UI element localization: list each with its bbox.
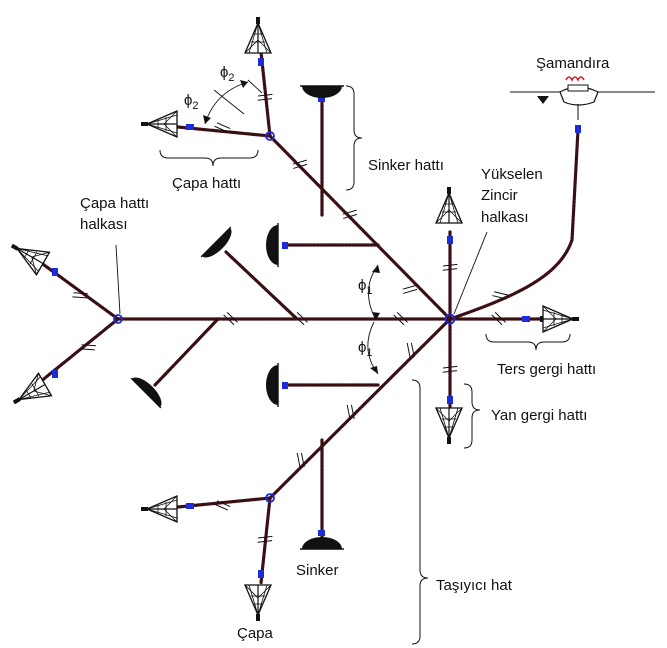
yukselen-label-line2: Zincir	[481, 187, 518, 204]
connector-sinker-upper	[282, 242, 288, 249]
riser-chain	[448, 128, 580, 321]
connector-lower-a	[258, 570, 264, 578]
anchor-line-ring-lower	[265, 493, 275, 503]
samandira-label: Şamandıra	[536, 55, 610, 72]
lower-diagonal-chain	[268, 317, 452, 500]
sinker-hatti-label: Sinker hattı	[368, 157, 444, 174]
sinker-line-tilt-lower	[153, 317, 220, 387]
connector-sinker-lower	[282, 382, 288, 389]
sinker-icon-top	[299, 85, 345, 99]
water-level-icon	[537, 96, 549, 104]
phi2-upper-label: ϕ2	[220, 64, 235, 84]
sinker-line-tilt-upper	[224, 250, 298, 320]
sinker-icon-lower-mid	[265, 362, 279, 408]
capa-hatti-bracket	[159, 149, 259, 167]
anchor-icon-bottom	[435, 407, 463, 445]
sinker-label: Sinker	[296, 562, 339, 579]
lower-anchor-branch-a	[259, 496, 272, 585]
tasiyici-hat-label: Taşıyıcı hat	[436, 577, 513, 594]
connector-sinker-bottom	[318, 530, 325, 536]
phi2-lower-leader	[213, 89, 245, 115]
labels: Şamandıra ϕ2 ϕ2 Çapa hattı Sinker hattı …	[80, 55, 610, 642]
connector-buoy	[575, 125, 581, 133]
main-lines	[38, 50, 580, 585]
yukselen-label-line3: halkası	[481, 209, 529, 226]
left-anchor-branch-b	[38, 317, 120, 384]
anchor-line-ring-left	[113, 314, 123, 324]
buoy-marker-icon	[565, 76, 585, 82]
anchor-line-ring-upper	[265, 131, 275, 141]
yan-gergi-hatti-label: Yan gergi hattı	[491, 407, 587, 424]
phi1-upper-label: ϕ1	[358, 277, 373, 297]
yukselen-leader	[453, 231, 488, 315]
connector-upper-a	[258, 58, 264, 66]
sinker-icon-bottom	[299, 536, 345, 550]
left-anchor-branch-a	[38, 260, 120, 321]
connector-left-a	[52, 268, 58, 276]
phi2-upper-leader	[247, 79, 263, 94]
connector-sinker-top	[318, 96, 325, 102]
ters-gergi-hatti-label: Ters gergi hattı	[497, 361, 596, 378]
connector-top	[447, 236, 453, 244]
connector-left-b	[52, 370, 58, 378]
sinker-hatti-bracket	[345, 85, 363, 191]
tasiyici-hat-bracket	[411, 379, 429, 645]
anchor-icon-upper-a	[244, 16, 272, 54]
connector-lower-b	[186, 503, 194, 509]
connector-upper-b	[186, 124, 194, 130]
anchor-icon-top	[435, 186, 463, 224]
angle-arcs	[203, 80, 380, 375]
anchor-icon-lower-b	[140, 495, 178, 523]
buoy	[510, 76, 655, 120]
phi2-lower-label: ϕ2	[184, 92, 199, 112]
brackets	[115, 79, 571, 645]
anchor-icon-left-a	[4, 233, 51, 276]
anchor-icon-upper-b	[140, 110, 178, 138]
capa-hatti-halkasi-leader	[115, 244, 121, 315]
capa-label: Çapa	[237, 625, 274, 642]
capa-hatti-halkasi-label-line1: Çapa hattı	[80, 195, 149, 212]
capa-hatti-halkasi-label-line2: halkası	[80, 216, 128, 233]
anchor-icon-lower-a	[244, 584, 272, 622]
anchor-icon-right	[542, 305, 580, 333]
riser-chain-ring	[444, 313, 456, 325]
connector-back	[522, 316, 530, 322]
yan-gergi-bracket	[463, 383, 481, 449]
ters-gergi-bracket	[485, 333, 571, 351]
connector-bottom	[447, 396, 453, 404]
capa-hatti-label: Çapa hattı	[172, 175, 241, 192]
yukselen-label-line1: Yükselen	[481, 166, 543, 183]
connectors	[52, 58, 581, 578]
sinker-icon-upper-mid	[265, 222, 279, 268]
phi1-lower-label: ϕ1	[358, 339, 373, 359]
